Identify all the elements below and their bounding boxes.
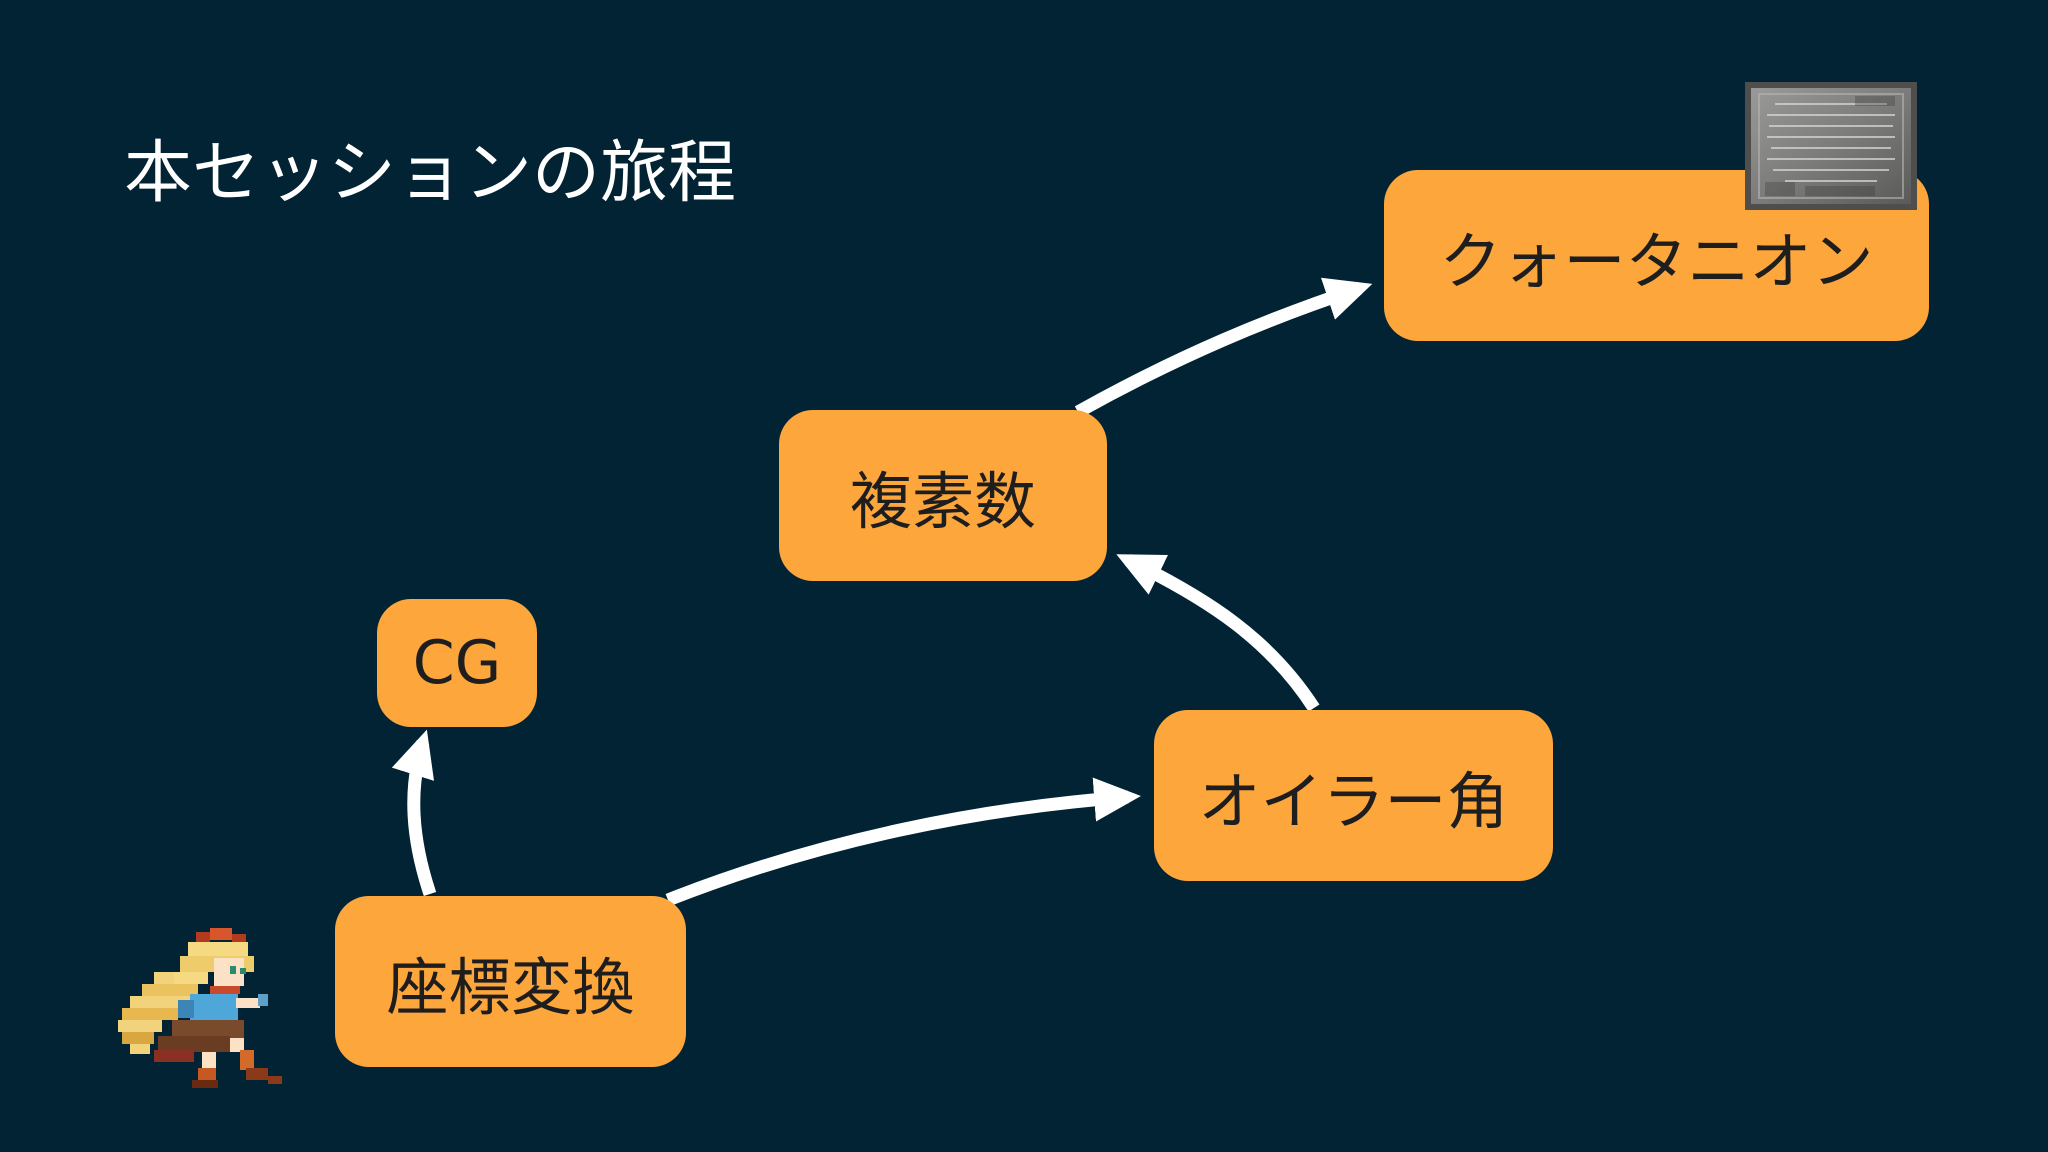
node-fukuso: 複素数 bbox=[779, 410, 1107, 581]
arrow-zahyou-to-cg bbox=[391, 729, 437, 897]
arrow-euler-to-fukuso bbox=[1116, 554, 1320, 712]
arrow-fukuso-to-quat bbox=[1074, 277, 1373, 418]
pixel-character-image bbox=[118, 928, 282, 1088]
arrow-zahyou-to-euler bbox=[665, 777, 1141, 907]
node-cg: CG bbox=[377, 599, 537, 727]
node-zahyou: 座標変換 bbox=[335, 896, 686, 1067]
slide-title: 本セッションの旅程 bbox=[124, 134, 737, 213]
node-euler: オイラー角 bbox=[1154, 710, 1553, 881]
stone-plaque-image bbox=[1745, 82, 1917, 210]
